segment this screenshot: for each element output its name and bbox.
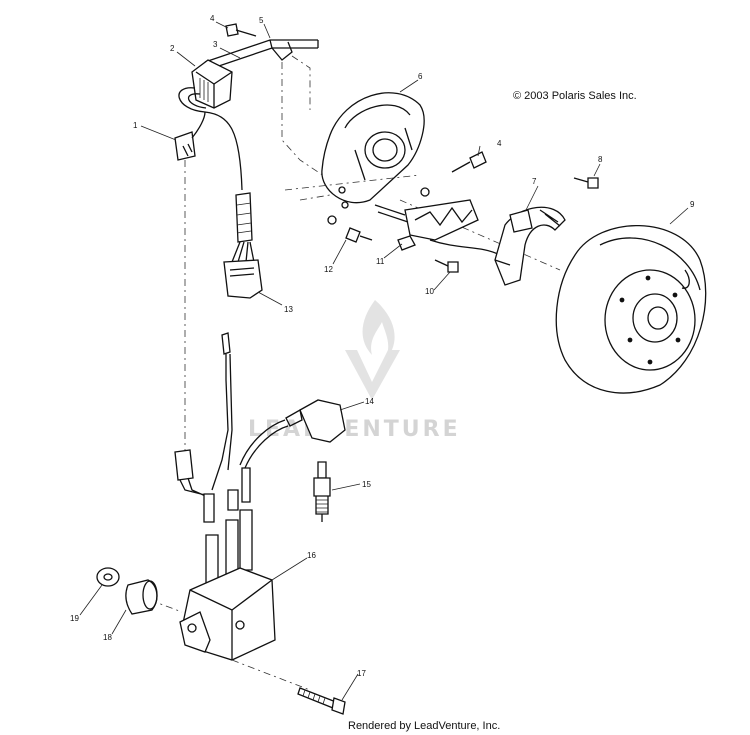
callout-12: 12 bbox=[324, 265, 333, 274]
callout-16: 16 bbox=[307, 551, 316, 560]
callout-1: 1 bbox=[133, 121, 138, 130]
screw-8 bbox=[573, 177, 599, 189]
callout-8: 8 bbox=[598, 155, 603, 164]
spark-plug-cap bbox=[285, 399, 346, 443]
spacer-18 bbox=[125, 579, 158, 615]
screw-12 bbox=[327, 215, 373, 243]
callout-5: 5 bbox=[259, 16, 264, 25]
screw-4 bbox=[420, 151, 487, 197]
callout-11: 11 bbox=[376, 257, 385, 266]
ignition-wiring bbox=[174, 332, 289, 499]
callout-18: 18 bbox=[103, 633, 112, 642]
flywheel bbox=[555, 224, 707, 394]
ignition-coil bbox=[149, 467, 311, 691]
callout-2: 2 bbox=[170, 44, 175, 53]
callout-9: 9 bbox=[690, 200, 695, 209]
callout-17: 17 bbox=[357, 669, 366, 678]
mounting-bolt bbox=[297, 687, 346, 715]
stator-coil bbox=[374, 199, 501, 256]
callout-leaders bbox=[79, 21, 689, 701]
callout-3: 3 bbox=[213, 40, 218, 49]
footer-credit: Rendered by LeadVenture, Inc. bbox=[348, 720, 501, 732]
screw-10 bbox=[434, 259, 459, 273]
callout-6: 6 bbox=[418, 72, 423, 81]
leadventure-watermark: LEADVENTURE bbox=[248, 300, 458, 442]
callout-15: 15 bbox=[362, 480, 371, 489]
callout-labels: 1 2 3 4 4 5 6 7 8 9 10 11 12 13 14 15 16… bbox=[70, 14, 695, 678]
callout-7: 7 bbox=[532, 177, 537, 186]
copyright-text: © 2003 Polaris Sales Inc. bbox=[513, 90, 637, 102]
wire-harness-assembly bbox=[174, 23, 331, 450]
callout-14: 14 bbox=[365, 397, 374, 406]
callout-19: 19 bbox=[70, 614, 79, 623]
callout-10: 10 bbox=[425, 287, 434, 296]
callout-13: 13 bbox=[284, 305, 293, 314]
callout-4-top: 4 bbox=[210, 14, 215, 23]
spark-plug bbox=[313, 461, 331, 522]
washer-19 bbox=[96, 567, 120, 587]
callout-4-right: 4 bbox=[497, 139, 502, 148]
pulser-coil bbox=[494, 206, 566, 286]
